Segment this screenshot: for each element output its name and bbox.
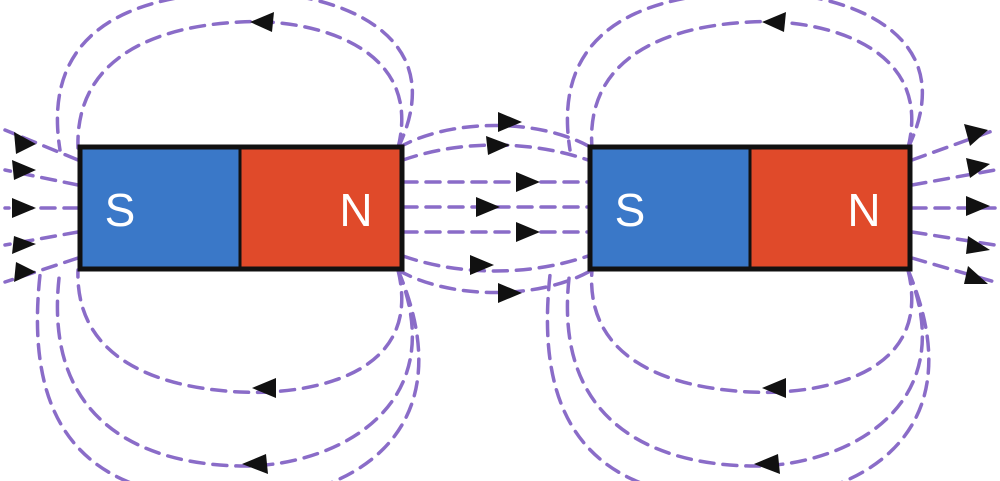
field-line bbox=[565, 0, 924, 152]
field-line bbox=[545, 268, 931, 481]
arrow-left-icon bbox=[252, 378, 276, 398]
field-line bbox=[589, 19, 914, 150]
magnet-outline bbox=[77, 144, 405, 272]
field-lines-between-magnets bbox=[396, 123, 594, 295]
arrow-left-icon bbox=[250, 12, 274, 32]
south-pole-label: S bbox=[105, 184, 136, 236]
field-line bbox=[910, 230, 997, 247]
south-pole-label: S bbox=[615, 184, 646, 236]
arrow-right-icon bbox=[966, 158, 990, 178]
arrow-right-icon bbox=[476, 197, 500, 217]
field-line bbox=[76, 19, 404, 150]
arrow-left-icon bbox=[762, 378, 786, 398]
arrow-right-icon bbox=[966, 196, 990, 216]
field-lines-right-magnet bbox=[545, 0, 997, 481]
field-line bbox=[3, 168, 80, 187]
arrow-right-icon bbox=[964, 124, 988, 146]
field-line bbox=[401, 254, 590, 273]
arrow-right-icon bbox=[470, 255, 494, 275]
arrow-right-icon bbox=[516, 172, 540, 192]
arrow-right-icon bbox=[486, 136, 510, 155]
north-pole bbox=[240, 147, 402, 269]
arrow-left-icon bbox=[754, 454, 780, 474]
field-line bbox=[3, 128, 80, 162]
magnet-outline bbox=[587, 144, 913, 272]
field-line bbox=[35, 268, 421, 481]
field-line bbox=[55, 268, 414, 468]
arrow-right-icon bbox=[12, 160, 36, 180]
field-direction-arrows bbox=[12, 12, 990, 474]
field-line bbox=[910, 168, 997, 187]
field-line bbox=[76, 268, 404, 395]
arrow-right-icon bbox=[12, 198, 36, 218]
north-pole bbox=[750, 147, 910, 269]
bar-magnet-2: S N bbox=[587, 144, 913, 272]
arrow-left-icon bbox=[762, 12, 786, 32]
arrow-right-icon bbox=[966, 236, 990, 254]
arrow-right-icon bbox=[498, 283, 522, 303]
field-line bbox=[910, 256, 997, 284]
north-pole-label: N bbox=[847, 184, 880, 236]
arrow-right-icon bbox=[14, 132, 36, 154]
north-pole-label: N bbox=[339, 184, 372, 236]
south-pole bbox=[590, 147, 750, 269]
field-line bbox=[3, 256, 80, 284]
bar-magnet-1: S N bbox=[77, 144, 405, 272]
arrow-left-icon bbox=[242, 454, 268, 474]
field-line bbox=[55, 0, 414, 152]
field-line bbox=[565, 268, 924, 468]
arrow-right-icon bbox=[12, 236, 36, 254]
field-line bbox=[3, 230, 80, 247]
field-line bbox=[589, 268, 914, 395]
field-line bbox=[396, 123, 594, 150]
field-line bbox=[396, 268, 594, 295]
arrow-right-icon bbox=[516, 222, 540, 242]
south-pole bbox=[80, 147, 240, 269]
arrow-right-icon bbox=[964, 266, 988, 284]
arrow-right-icon bbox=[14, 262, 36, 282]
arrow-right-icon bbox=[498, 112, 522, 132]
